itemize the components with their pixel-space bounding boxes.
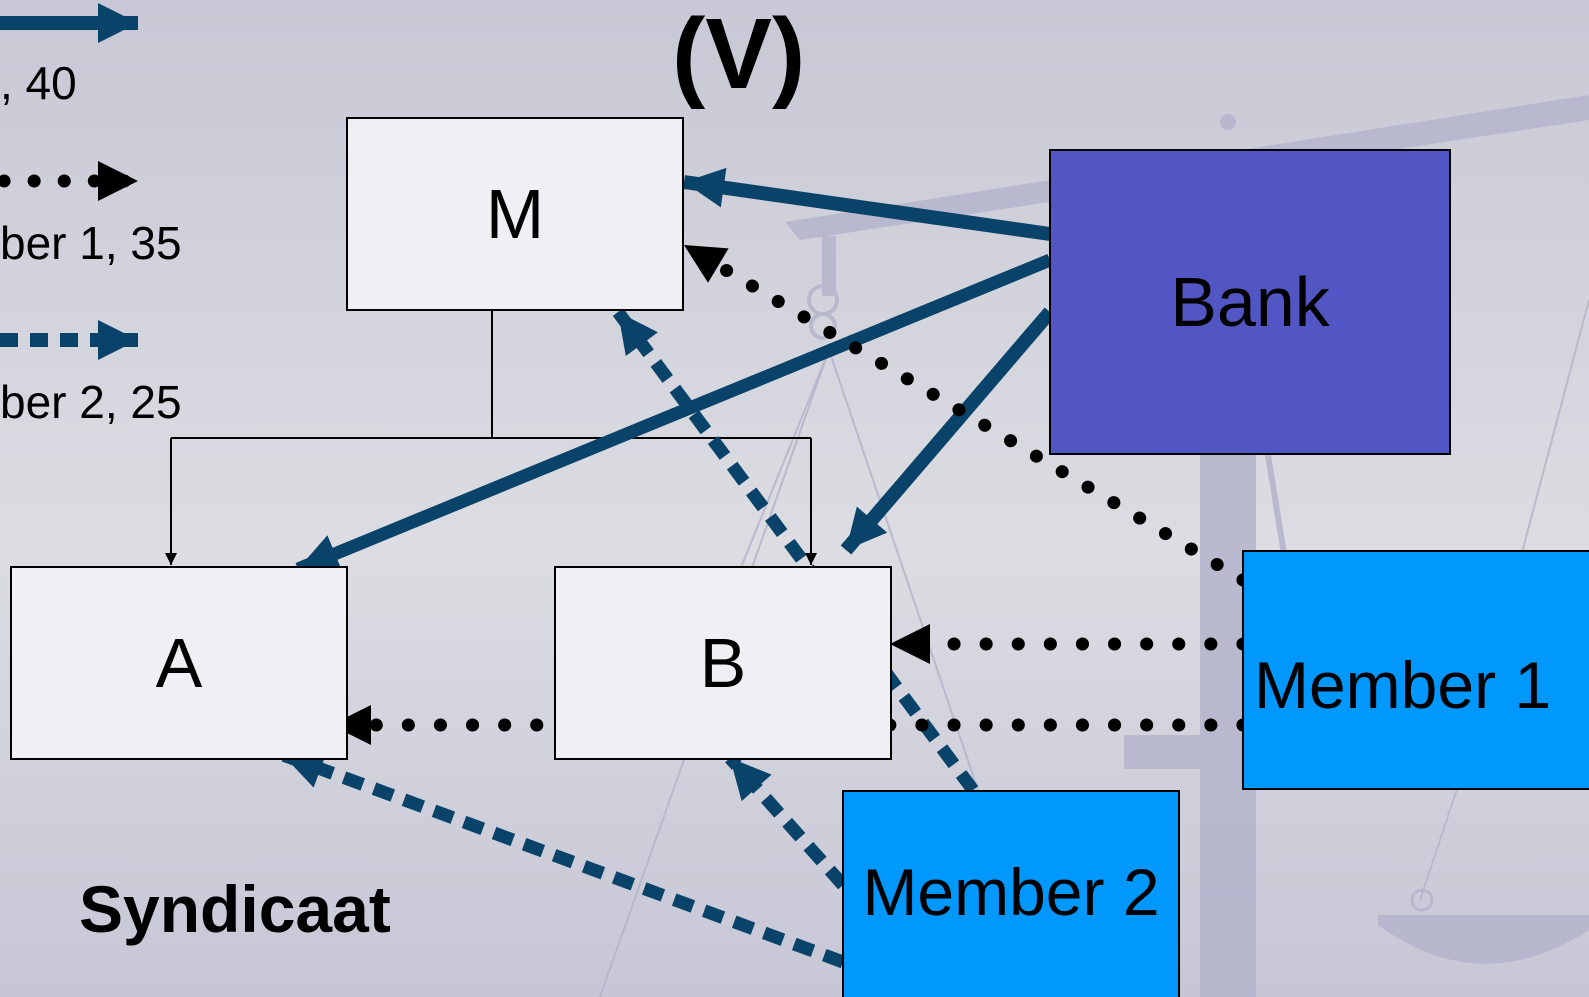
slide-title: (V) [672,0,806,110]
node-m: M [346,117,684,311]
arrow-bank-to-b [840,307,1056,555]
node-member1: Member 1 [1242,550,1589,790]
node-a: A [10,566,348,760]
arrow-bank-to-a [295,253,1053,576]
arrow-member2-to-a [280,748,846,969]
legend-label-member1: ber 1, 35 [0,217,182,269]
legend-label-bank: , 40 [0,57,77,109]
syndicate-label: Syndicaat [79,872,391,946]
node-member2: Member 2 [842,790,1180,997]
legend-label-member2: ber 2, 25 [0,376,182,428]
arrow-member2-to-b [725,753,848,890]
arrow-bank-to-m [683,167,1051,241]
hierarchy-connector [165,310,817,565]
arrow-member1-to-m [677,238,1250,587]
node-bank: Bank [1049,149,1451,455]
node-b: B [554,566,892,760]
arrow-member2-to-m [612,308,979,794]
